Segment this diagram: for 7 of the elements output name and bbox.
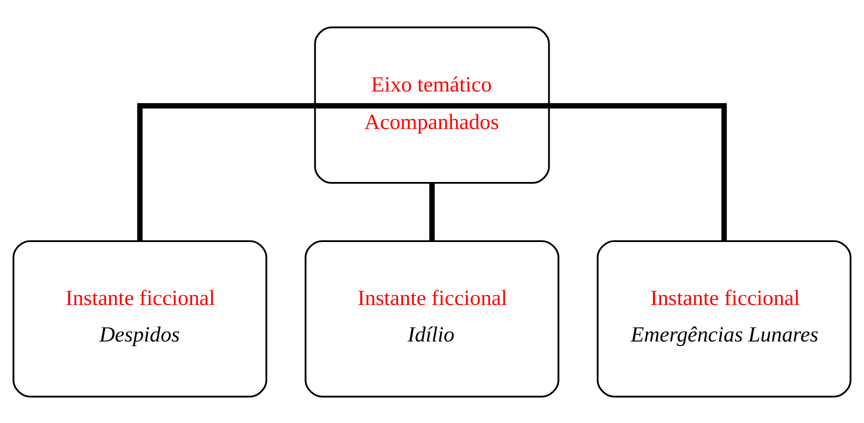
node-box: Instante ficcional Despidos xyxy=(12,240,268,397)
node-box: Instante ficcional Emergências Lunares xyxy=(596,240,852,397)
connector xyxy=(432,102,727,242)
node-box: Eixo temático Acompanhados xyxy=(314,26,550,184)
connector xyxy=(429,182,435,242)
node-box: Instante ficcional Idílio xyxy=(304,240,560,397)
connector xyxy=(137,102,432,242)
